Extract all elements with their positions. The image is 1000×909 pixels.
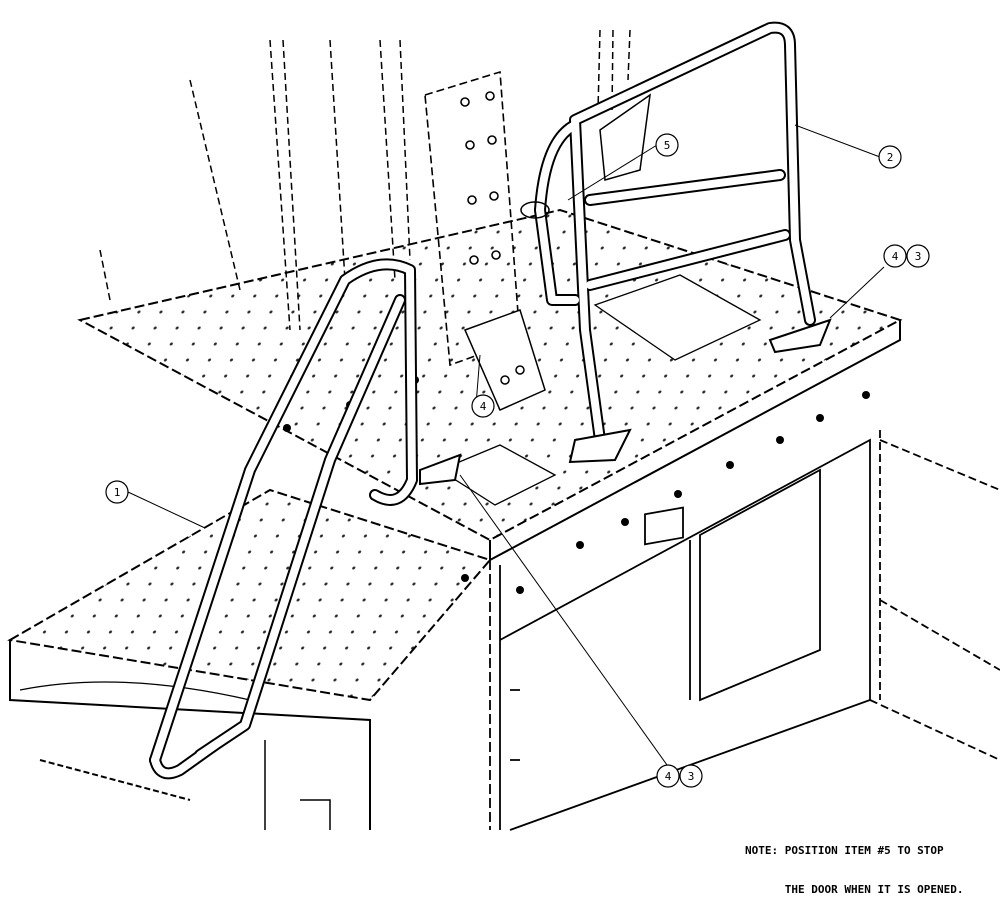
handrail-item-2-inner [536,23,814,444]
callout-4-upper-right: 4 [883,244,907,268]
callout-4-center: 4 [471,394,495,418]
svg-text:4: 4 [665,770,672,783]
callout-1: 1 [105,480,129,504]
cabinet-bolts [283,376,870,594]
callout-3-upper-right: 3 [906,244,930,268]
svg-text:4: 4 [892,250,899,263]
callout-5: 5 [655,133,679,157]
parts-diagram: 1 2 4 3 5 4 4 3 [7,21,1000,831]
handrail-item-1-inner [151,260,416,778]
lower-step [7,488,492,830]
foot-plates [419,318,832,486]
callout-2: 2 [878,145,902,169]
callout-3-bottom: 3 [679,764,703,788]
note-line-1: NOTE: POSITION ITEM #5 TO STOP [745,844,944,857]
bracket-item-4 [463,309,546,411]
callout-4-bottom: 4 [656,764,680,788]
bracket-item-5 [520,93,651,219]
svg-text:5: 5 [664,139,671,152]
svg-text:2: 2 [887,151,894,164]
svg-text:1: 1 [114,486,121,499]
assembly-note: NOTE: POSITION ITEM #5 TO STOP THE DOOR … [745,818,1000,909]
note-line-2: THE DOOR WHEN IT IS OPENED. [745,883,964,896]
svg-text:4: 4 [480,400,487,413]
svg-text:3: 3 [688,770,695,783]
svg-text:3: 3 [915,250,922,263]
